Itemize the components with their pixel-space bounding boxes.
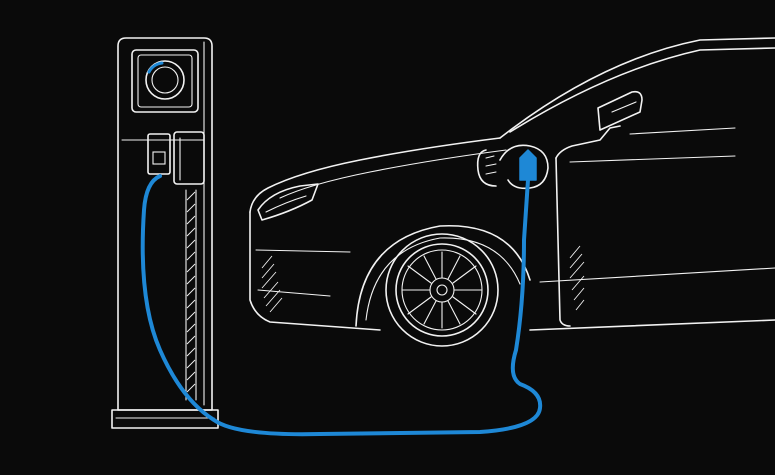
charging-connector-icon <box>519 149 537 181</box>
charging-cable-icon <box>140 174 543 437</box>
charging-station-icon <box>111 37 219 429</box>
electric-car-icon <box>249 37 775 347</box>
station-shading <box>186 191 196 393</box>
car-wheel <box>385 233 499 347</box>
